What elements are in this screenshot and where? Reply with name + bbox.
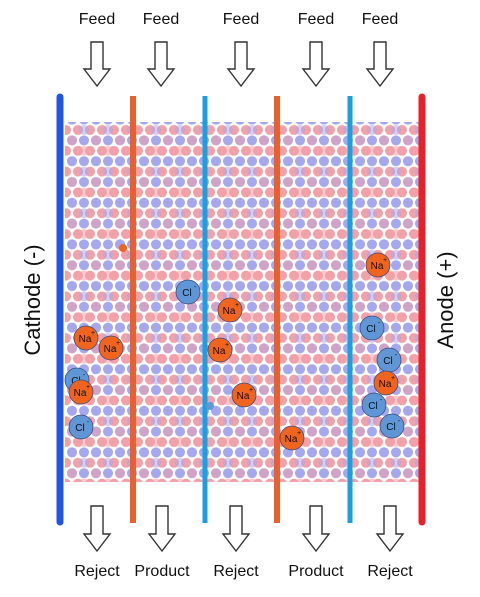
chloride-ion: Cl- bbox=[361, 392, 387, 418]
ion-symbol: Na bbox=[74, 388, 87, 399]
ion-symbol: Na bbox=[285, 434, 298, 445]
ion-charge: + bbox=[391, 375, 395, 382]
sodium-ion: Na+ bbox=[73, 325, 99, 351]
chloride-ion: Cl- bbox=[175, 279, 201, 305]
outlet-arrows: Reject Product Reject Product Reject bbox=[74, 505, 413, 580]
feed-label: Feed bbox=[223, 11, 259, 28]
ion-symbol: Cl bbox=[383, 356, 392, 367]
ion-charge: - bbox=[395, 352, 398, 359]
chloride-ion: Cl- bbox=[376, 347, 402, 373]
ion-charge: - bbox=[378, 320, 381, 327]
sodium-ion: Na+ bbox=[217, 297, 243, 323]
outlet-label: Product bbox=[134, 563, 190, 580]
feed-arrow-icon bbox=[82, 41, 112, 88]
ion-symbol: Cl bbox=[366, 324, 375, 335]
feed-label: Feed bbox=[362, 11, 398, 28]
outlet-label: Reject bbox=[74, 563, 120, 580]
ions: Na+Na+Cl-Na+Cl-Cl-Na+Na+Na+Na+Na+Cl-Cl-N… bbox=[64, 244, 405, 451]
sodium-ion: Na+ bbox=[231, 382, 257, 408]
solution-region-overlay bbox=[65, 122, 420, 482]
chloride-ion: Cl- bbox=[68, 414, 94, 440]
outlet-arrow-icon bbox=[147, 505, 177, 553]
ion-symbol: Na bbox=[79, 334, 92, 345]
ion-symbol: Na bbox=[213, 346, 226, 357]
ion-charge: - bbox=[380, 397, 383, 404]
ion-symbol: Cl bbox=[368, 401, 377, 412]
ion-symbol: Na bbox=[237, 391, 250, 402]
feed-label: Feed bbox=[143, 11, 179, 28]
ion-charge: + bbox=[86, 384, 90, 391]
sodium-ion: Na+ bbox=[373, 370, 399, 396]
ion-charge: + bbox=[116, 340, 120, 347]
feed-arrow-icon bbox=[146, 41, 176, 88]
feed-arrow-icon bbox=[226, 41, 256, 88]
sodium-ion: Na+ bbox=[98, 335, 124, 361]
sodium-ion: Na+ bbox=[207, 337, 233, 363]
outlet-label: Reject bbox=[213, 563, 259, 580]
ion-fragment bbox=[119, 244, 127, 252]
ion-charge: + bbox=[225, 342, 229, 349]
outlet-label: Reject bbox=[367, 563, 413, 580]
ion-fragment bbox=[206, 402, 214, 410]
outlet-arrow-icon bbox=[82, 505, 112, 553]
ion-symbol: Na bbox=[223, 306, 236, 317]
feed-label: Feed bbox=[298, 11, 334, 28]
ion-charge: - bbox=[87, 419, 90, 426]
ion-charge: + bbox=[383, 257, 387, 264]
ion-charge: + bbox=[297, 430, 301, 437]
outlet-arrow-icon bbox=[221, 505, 251, 553]
ion-symbol: Na bbox=[371, 261, 384, 272]
ion-symbol: Cl bbox=[386, 422, 395, 433]
ion-symbol: Cl bbox=[182, 288, 191, 299]
chloride-ion: Cl- bbox=[379, 413, 405, 439]
feed-arrow-icon bbox=[365, 41, 395, 88]
ion-charge: - bbox=[194, 284, 197, 291]
sodium-ion: Na+ bbox=[68, 379, 94, 405]
feed-arrows: Feed Feed Feed Feed Feed bbox=[79, 11, 398, 88]
cathode-label: Cathode (-) bbox=[20, 244, 45, 355]
ion-symbol: Na bbox=[104, 344, 117, 355]
ion-charge: + bbox=[91, 330, 95, 337]
sodium-ion: Na+ bbox=[279, 425, 305, 451]
feed-label: Feed bbox=[79, 11, 115, 28]
ion-charge: - bbox=[83, 372, 86, 379]
outlet-label: Product bbox=[288, 563, 344, 580]
anode-label: Anode (+) bbox=[433, 251, 458, 348]
ion-symbol: Cl bbox=[75, 423, 84, 434]
outlet-arrow-icon bbox=[301, 505, 331, 553]
ion-charge: - bbox=[398, 418, 401, 425]
outlet-arrow-icon bbox=[375, 505, 405, 553]
sodium-ion: Na+ bbox=[365, 252, 391, 278]
ion-symbol: Na bbox=[379, 379, 392, 390]
ion-charge: + bbox=[235, 302, 239, 309]
feed-arrow-icon bbox=[301, 41, 331, 88]
chloride-ion: Cl- bbox=[359, 315, 385, 341]
ion-charge: + bbox=[249, 387, 253, 394]
